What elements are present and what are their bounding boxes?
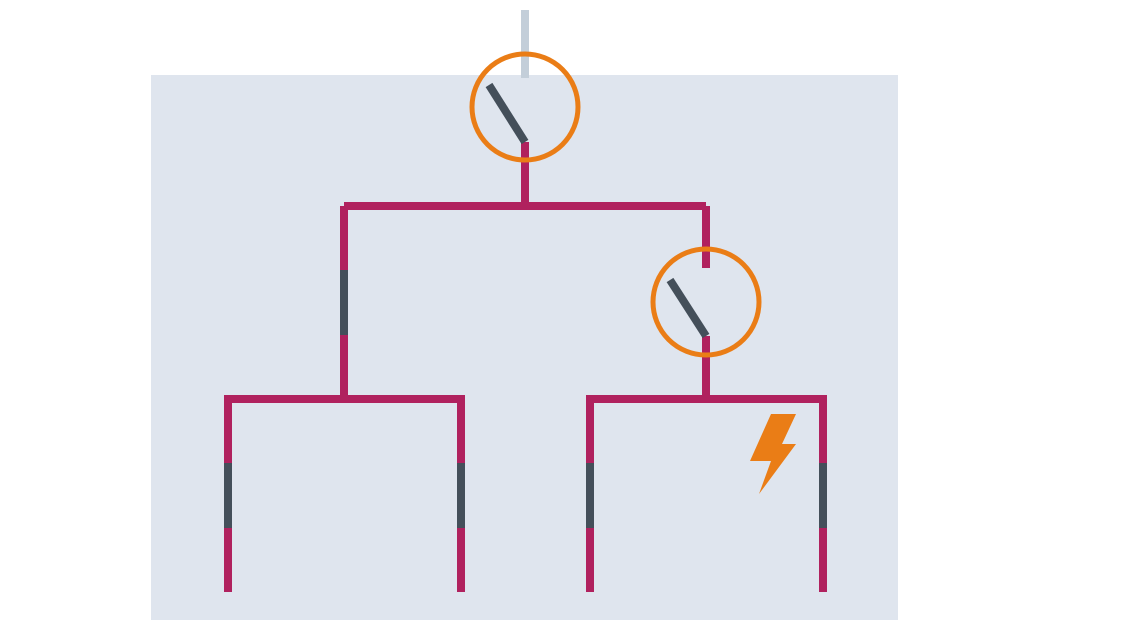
branch-breaker (650, 246, 762, 358)
branch-breaker-blade (666, 277, 710, 339)
switch-circle-icon (469, 51, 581, 163)
insulators (224, 270, 827, 528)
main-breaker (469, 51, 581, 163)
lightning-bolt-icon (750, 414, 796, 494)
main-breaker-blade (485, 82, 529, 145)
switch-circle-icon (650, 246, 762, 358)
